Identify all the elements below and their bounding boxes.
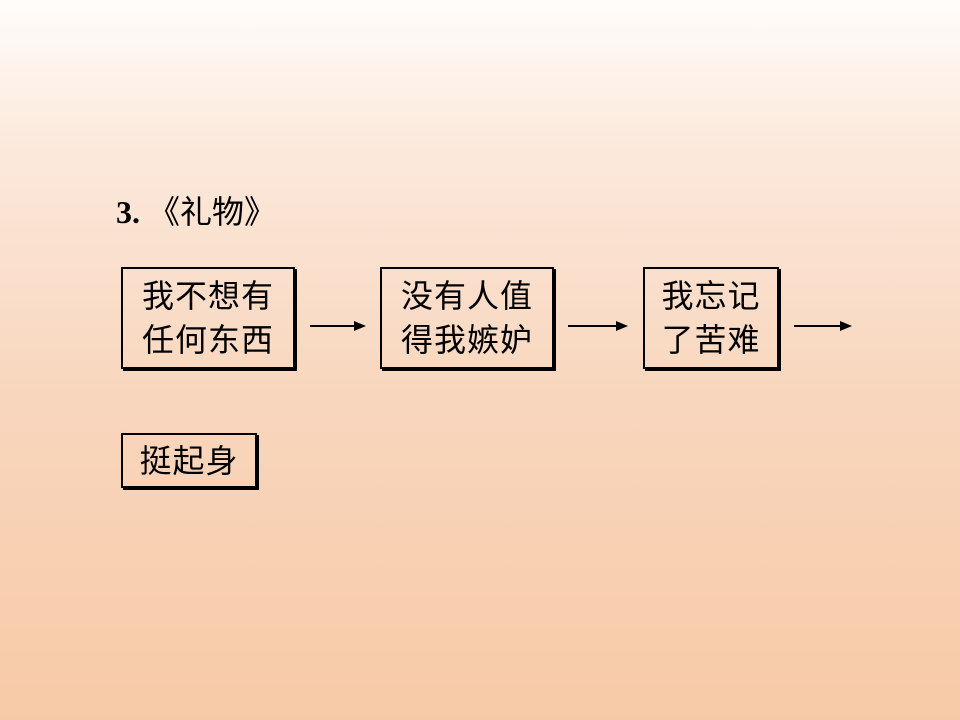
right-arrow-icon [310,321,366,331]
flow-box-3-line-2: 了苦难 [661,321,761,359]
flow-box-1-line-2: 任何东西 [141,321,274,359]
flow-box-2-line-2: 得我嫉妒 [400,321,533,359]
flow-box-3: 我忘记 了苦难 [643,267,779,369]
section-number-separator: . [132,194,140,230]
flow-box-3-line-1: 我忘记 [661,277,761,315]
flow-box-1-line-1: 我不想有 [141,277,274,315]
flow-box-4-line-1: 挺起身 [139,441,239,480]
flow-box-4: 挺起身 [121,433,257,488]
flow-arrow-2 [568,319,628,333]
flow-box-2-line-1: 没有人值 [400,277,533,315]
flow-box-1: 我不想有 任何东西 [121,267,295,369]
section-number: 3 [116,194,132,230]
right-arrow-icon [568,321,628,331]
flow-arrow-1 [310,319,366,333]
flow-box-2: 没有人值 得我嫉妒 [380,267,554,369]
right-arrow-icon [794,321,852,331]
section-heading: 3 . 《礼物》 [116,187,276,231]
flow-arrow-3 [794,319,852,333]
section-title: 《礼物》 [148,193,277,231]
